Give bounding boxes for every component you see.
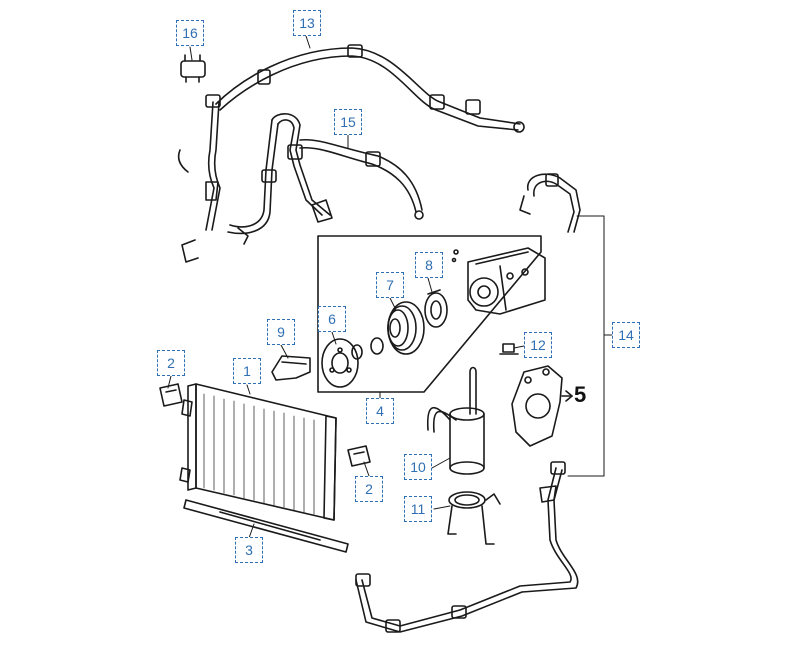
accumulator-bracket-part [447,491,501,545]
callout-7[interactable]: 7 [376,272,404,298]
field-coil-part [424,289,448,328]
callout-15[interactable]: 15 [334,109,362,135]
callout-14[interactable]: 14 [612,322,640,348]
lower-right-hose-part [355,173,581,633]
part-label-5: 5 [574,382,587,407]
callout-3[interactable]: 3 [235,537,263,563]
callout-2-left[interactable]: 2 [157,350,185,376]
callout-1[interactable]: 1 [233,358,261,384]
upper-hose-part [177,44,525,263]
callout-13[interactable]: 13 [293,10,321,36]
condenser-part [179,383,337,521]
accumulator-part [426,366,485,475]
bracket-part [271,355,311,381]
callout-8[interactable]: 8 [415,252,443,278]
callout-4[interactable]: 4 [366,398,394,424]
rear-housing-part [511,365,573,447]
lower-bar-part [183,499,349,553]
compressor-body-part [451,247,546,315]
mount-bracket-right-part [347,445,371,467]
callout-9[interactable]: 9 [267,319,295,345]
middle-hose-part [227,113,424,245]
sensor-part [499,343,519,355]
callout-16[interactable]: 16 [176,20,204,46]
pulley-part [370,301,425,355]
callout-11[interactable]: 11 [404,496,432,522]
callout-10[interactable]: 10 [404,454,432,480]
callout-12[interactable]: 12 [524,332,552,358]
mount-bracket-left-part [159,383,183,407]
clutch-plate-part [321,338,363,388]
callout-2-right[interactable]: 2 [355,476,383,502]
compressor-group-outline [317,235,542,393]
pressure-switch-part [180,54,206,83]
callout-6[interactable]: 6 [318,306,346,332]
